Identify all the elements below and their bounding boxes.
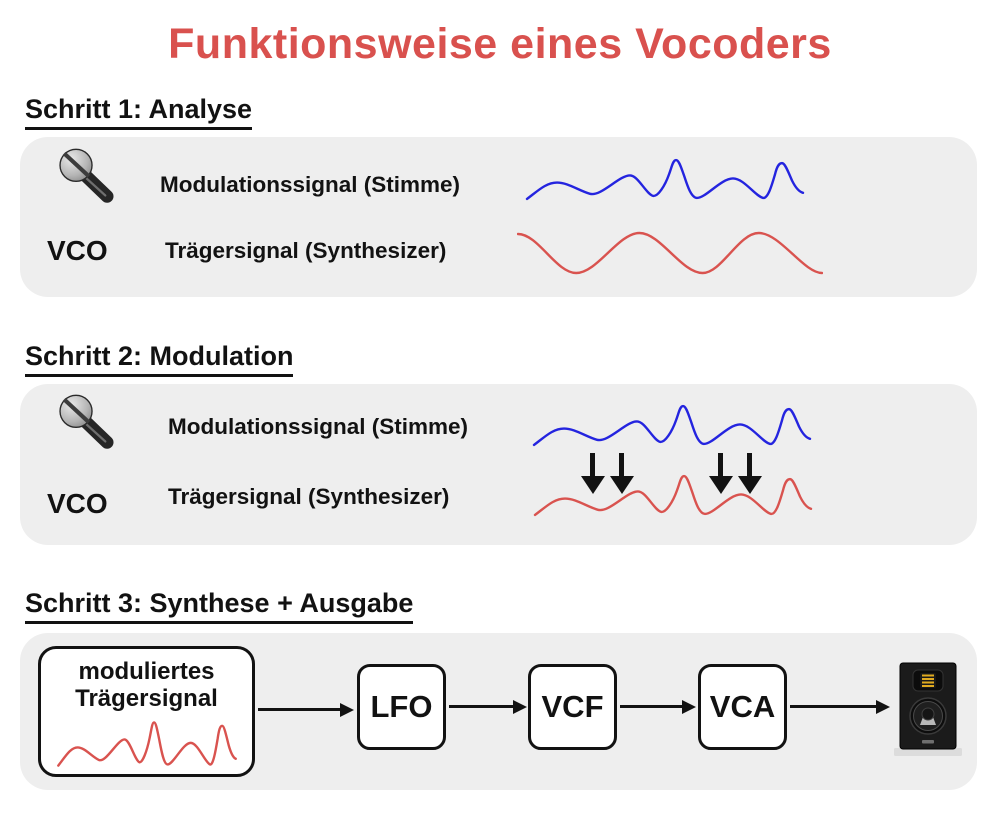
page-title: Funktionsweise eines Vocoders bbox=[168, 20, 832, 68]
speaker-icon bbox=[894, 662, 962, 756]
step1-vco-label: VCO bbox=[47, 235, 108, 266]
lfo-box: LFO bbox=[357, 664, 446, 750]
step1-heading: Schritt 1: Analyse bbox=[25, 94, 253, 130]
flow-arrow bbox=[449, 699, 527, 714]
step2-panel: Modulationssignal (Stimme) VCO Trägersig… bbox=[20, 384, 977, 545]
flow-arrow bbox=[620, 699, 696, 714]
vca-box: VCA bbox=[698, 664, 787, 750]
down-arrow-icon bbox=[737, 453, 762, 494]
step2-heading: Schritt 2: Modulation bbox=[25, 341, 294, 377]
microphone-icon bbox=[59, 394, 114, 449]
step3-panel: moduliertes Trägersignal LFO VCF VCA bbox=[20, 633, 977, 790]
voice-waveform bbox=[532, 403, 812, 448]
flow-arrow bbox=[790, 699, 890, 714]
modulated-carrier-waveform bbox=[57, 719, 237, 769]
voice-waveform bbox=[525, 157, 805, 202]
carrier-sine-waveform bbox=[517, 230, 823, 276]
step1-modulation-label: Modulationssignal (Stimme) bbox=[160, 172, 461, 197]
step1-carrier-label: Trägersignal (Synthesizer) bbox=[165, 238, 447, 263]
down-arrow-icon bbox=[609, 453, 634, 494]
modulated-carrier-waveform bbox=[533, 473, 813, 518]
microphone-icon bbox=[59, 148, 114, 203]
source-box-line2: Trägersignal bbox=[75, 685, 218, 712]
step1-panel: Modulationssignal (Stimme) VCO Trägersig… bbox=[20, 137, 977, 297]
flow-arrow bbox=[258, 702, 354, 717]
vcf-box: VCF bbox=[528, 664, 617, 750]
modulated-carrier-box: moduliertes Trägersignal bbox=[38, 646, 255, 777]
step2-modulation-label: Modulationssignal (Stimme) bbox=[168, 414, 469, 439]
source-box-line1: moduliertes bbox=[78, 658, 215, 685]
step2-carrier-label: Trägersignal (Synthesizer) bbox=[168, 484, 450, 509]
down-arrow-icon bbox=[580, 453, 605, 494]
step3-heading: Schritt 3: Synthese + Ausgabe bbox=[25, 588, 414, 624]
down-arrow-icon bbox=[708, 453, 733, 494]
step2-vco-label: VCO bbox=[47, 488, 108, 519]
